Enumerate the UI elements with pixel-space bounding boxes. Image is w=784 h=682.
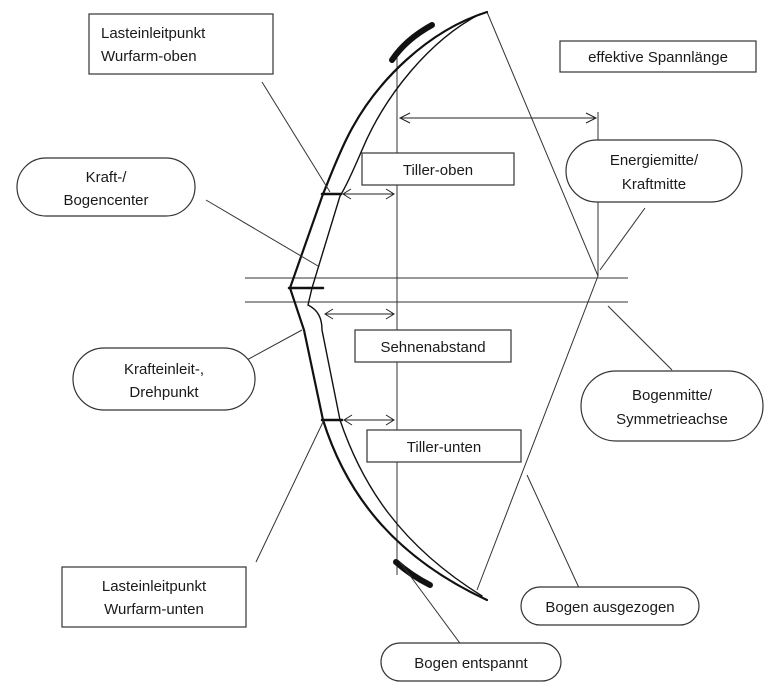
leader-upper-load [261, 81, 331, 193]
leader-power-center [205, 199, 319, 267]
leader-drawn [526, 474, 581, 591]
leader-energy-center [599, 207, 646, 271]
svg-text:Wurfarm-oben: Wurfarm-oben [101, 48, 197, 65]
label-tiller-bottom: Tiller-unten [366, 429, 522, 463]
string-drawn [476, 11, 599, 591]
svg-text:Lasteinleitpunkt: Lasteinleitpunkt [101, 25, 206, 42]
leader-lower-load [255, 421, 324, 563]
brace-height-arrow [324, 308, 395, 320]
svg-text:Tiller-oben: Tiller-oben [403, 162, 473, 179]
label-pivot-point: Krafteinleit-, Drehpunkt [72, 347, 256, 411]
label-effective-draw-length: effektive Spannlänge [559, 40, 757, 73]
svg-text:Bogen entspannt: Bogen entspannt [414, 655, 528, 672]
svg-text:Bogen ausgezogen: Bogen ausgezogen [545, 599, 674, 616]
leader-symmetry-axis [607, 305, 673, 371]
bow-belly-curve [307, 13, 483, 597]
label-energy-center: Energiemitte/ Kraftmitte [565, 139, 743, 203]
label-bow-drawn: Bogen ausgezogen [520, 586, 700, 626]
svg-text:Sehnenabstand: Sehnenabstand [380, 339, 485, 356]
svg-text:Krafteinleit-,: Krafteinleit-, [124, 361, 204, 378]
svg-text:Energiemitte/: Energiemitte/ [610, 152, 699, 169]
svg-text:Wurfarm-unten: Wurfarm-unten [104, 601, 204, 618]
tiller-top-arrow [342, 188, 395, 200]
lower-tip [393, 559, 433, 588]
bow-back-curve [288, 10, 489, 602]
label-upper-load-point: Lasteinleitpunkt Wurfarm-oben [88, 13, 274, 75]
label-power-center: Kraft-/ Bogencenter [16, 157, 196, 217]
svg-text:Symmetrieachse: Symmetrieachse [616, 411, 728, 428]
upper-tip [389, 22, 435, 63]
svg-text:Bogencenter: Bogencenter [63, 192, 148, 209]
label-bow-relaxed: Bogen entspannt [380, 642, 562, 682]
svg-text:Kraftmitte: Kraftmitte [622, 176, 686, 193]
svg-text:Lasteinleitpunkt: Lasteinleitpunkt [102, 578, 207, 595]
label-tiller-top: Tiller-oben [361, 152, 515, 186]
svg-text:effektive Spannlänge: effektive Spannlänge [588, 49, 728, 66]
svg-text:Bogenmitte/: Bogenmitte/ [632, 387, 713, 404]
label-brace-height: Sehnenabstand [354, 329, 512, 363]
svg-text:Kraft-/: Kraft-/ [86, 169, 128, 186]
draw-length-arrow [398, 112, 598, 124]
tiller-bottom-arrow [343, 414, 395, 426]
svg-text:Tiller-unten: Tiller-unten [407, 439, 481, 456]
leader-relaxed [399, 561, 463, 647]
svg-text:Drehpunkt: Drehpunkt [129, 384, 199, 401]
label-symmetry-axis: Bogenmitte/ Symmetrieachse [580, 370, 764, 442]
label-lower-load-point: Lasteinleitpunkt Wurfarm-unten [61, 566, 247, 628]
